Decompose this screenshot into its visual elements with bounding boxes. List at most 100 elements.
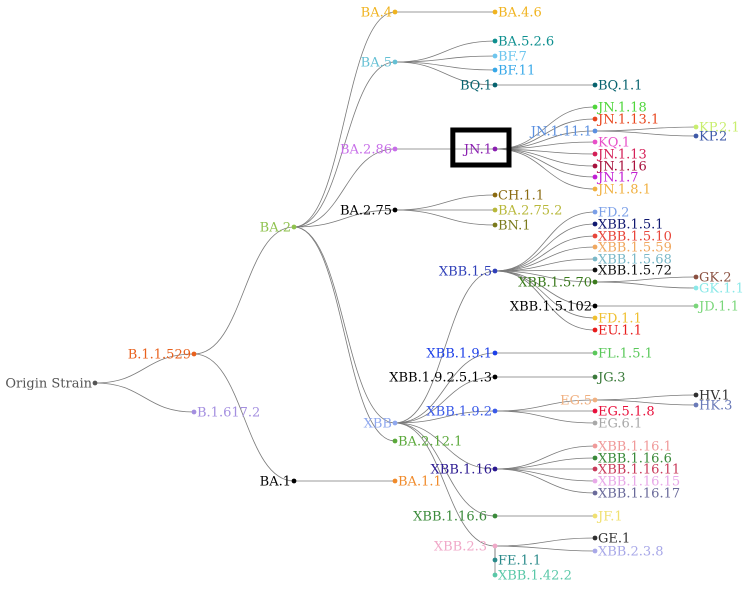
- node-label-xbb116: XBB.1.16: [431, 463, 492, 478]
- edge-xbb-xbb15: [394, 270, 496, 424]
- edge-xbb-xbb1166b: [394, 422, 496, 517]
- node-label-hv1: HV.1: [699, 389, 730, 404]
- node-dot-ba5: [392, 59, 398, 65]
- node-label-xbb1166: XBB.1.16.6: [598, 452, 672, 467]
- node-dot-ba2: [291, 224, 297, 230]
- edge-xbb-xbb192: [394, 410, 496, 424]
- node-dot-xbb1568: [592, 256, 598, 262]
- node-label-jf1: JF.1: [596, 510, 623, 525]
- node-dot-xbb11611: [592, 466, 598, 472]
- node-dot-ge1: [592, 535, 598, 541]
- edge-ba2-xbb: [293, 226, 396, 424]
- node-dot-kp21: [693, 124, 699, 130]
- node-label-xbb23: XBB.2.3: [434, 540, 487, 555]
- node-label-xbb15102: XBB.1.5.102: [510, 300, 592, 315]
- node-dot-kp2: [693, 133, 699, 139]
- node-dot-b11529: [191, 351, 197, 357]
- node-dot-jn17: [592, 174, 598, 180]
- edge-origin-b11529: [94, 353, 195, 384]
- node-dot-xbb19251: [492, 374, 498, 380]
- node-label-jn1131: JN.1.13.1: [596, 113, 659, 128]
- node-dot-b1617: [191, 409, 197, 415]
- node-label-xbb1559: XBB.1.5.59: [598, 241, 672, 256]
- node-dot-eg518: [592, 408, 598, 414]
- edge-ba275-bn1: [394, 209, 496, 226]
- tree-edges: [94, 11, 697, 575]
- node-label-xbb1161: XBB.1.16.1: [598, 440, 672, 455]
- node-dot-fd2: [592, 209, 598, 215]
- edge-xbb-xbb23: [394, 422, 496, 547]
- node-label-jn1: JN.1: [462, 143, 492, 158]
- node-label-ba46: BA.4.6: [498, 6, 542, 21]
- node-dot-jd11: [693, 303, 699, 309]
- edge-origin-b1617: [94, 382, 195, 413]
- edge-xbb15-xbb1559: [494, 246, 596, 272]
- edge-eg5-hk3: [594, 399, 697, 406]
- node-label-ba11: BA.1.1: [398, 475, 442, 490]
- node-dot-xbb151: [592, 221, 598, 227]
- node-label-fl151: FL.1.5.1: [598, 347, 653, 362]
- edge-xbb23-ge1: [494, 537, 596, 547]
- node-dot-xbb23: [492, 543, 498, 549]
- node-dot-xbb1570: [592, 279, 598, 285]
- node-label-jn118: JN.1.18: [596, 101, 647, 116]
- node-label-bq11: BQ.1.1: [598, 79, 642, 94]
- node-dot-kq1: [592, 139, 598, 145]
- node-label-xbb191: XBB.1.9.1: [426, 347, 492, 362]
- node-label-gk2: GK.2: [699, 271, 732, 286]
- node-dot-jn1111: [592, 128, 598, 134]
- edge-ba275-ch11: [394, 194, 496, 211]
- edge-ba2-ba275: [293, 209, 396, 228]
- node-dot-bf11: [492, 67, 498, 73]
- node-dot-xbb1572: [592, 267, 598, 273]
- node-dot-ba11: [392, 478, 398, 484]
- node-dot-ba4: [392, 9, 398, 15]
- node-dot-eg61: [592, 420, 598, 426]
- node-label-origin: Origin Strain: [5, 377, 92, 392]
- edge-b11529-ba1: [193, 353, 295, 482]
- node-label-jn181: JN.1.8.1: [596, 183, 651, 198]
- node-dot-xbb1559: [592, 244, 598, 250]
- node-label-b11529: B.1.1.529: [128, 348, 191, 363]
- node-dot-fe11: [492, 557, 498, 563]
- node-label-ba286: BA.2.86: [340, 143, 392, 158]
- edge-xbb116-xbb1166: [494, 457, 596, 470]
- edge-ba2-ba4: [293, 11, 396, 228]
- node-label-xbb1572: XBB.1.5.72: [598, 264, 672, 279]
- node-dot-hk3: [693, 402, 699, 408]
- edge-xbb15-eu11: [494, 270, 596, 331]
- node-label-xbb1166b: XBB.1.16.6: [413, 510, 487, 525]
- node-dot-xbb1161: [592, 443, 598, 449]
- node-dot-ch11: [492, 192, 498, 198]
- node-dot-bn1: [492, 222, 498, 228]
- node-dot-xbb11615: [592, 478, 598, 484]
- edge-xbb116-xbb11617: [494, 468, 596, 494]
- node-dot-ba46: [492, 9, 498, 15]
- edge-b11529-ba2: [193, 226, 295, 355]
- node-label-bn1: BN.1: [498, 219, 531, 234]
- node-label-jn17: JN.1.7: [596, 171, 639, 186]
- node-label-xbb11611: XBB.1.16.11: [598, 463, 680, 478]
- node-label-jn1111: JN.1.11.1: [529, 125, 592, 140]
- node-dot-xbb116: [492, 466, 498, 472]
- edge-xbb15-xbb151: [494, 223, 596, 272]
- node-dot-xbb1166: [592, 455, 598, 461]
- node-label-xbb1568: XBB.1.5.68: [598, 253, 672, 268]
- node-dot-ba2752: [492, 207, 498, 213]
- node-dot-jn118: [592, 104, 598, 110]
- node-label-fd11: FD.1.1: [598, 312, 642, 327]
- node-label-bf7: BF.7: [498, 50, 527, 65]
- edge-xbb116-xbb11615: [494, 468, 596, 482]
- node-label-ge1: GE.1: [598, 532, 630, 547]
- node-label-ba1: BA.1: [260, 475, 291, 490]
- node-label-eg5: EG.5: [560, 394, 592, 409]
- node-label-kp2: KP.2: [699, 130, 727, 145]
- node-label-xbb1510: XBB.1.5.10: [598, 230, 672, 245]
- node-dot-jg3: [592, 374, 598, 380]
- node-dot-xbb238: [592, 548, 598, 554]
- node-dot-xbb1510: [592, 233, 598, 239]
- node-dot-hv1: [693, 392, 699, 398]
- node-label-kp21: KP.2.1: [699, 121, 740, 136]
- node-label-xbb1570: XBB.1.5.70: [518, 276, 592, 291]
